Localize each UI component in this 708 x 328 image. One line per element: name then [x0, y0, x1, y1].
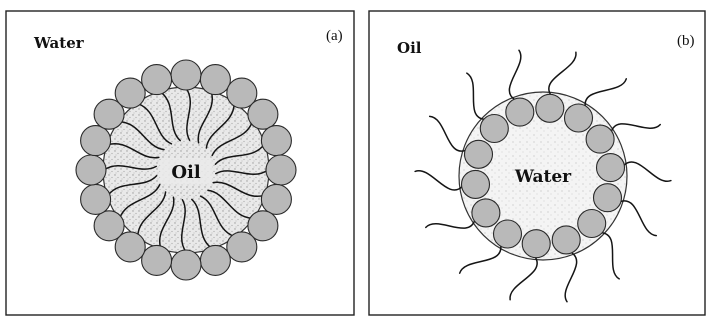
- surfactant-head: [200, 65, 230, 95]
- panel-a-core-label: Oil: [171, 162, 201, 183]
- surfactant-head: [522, 230, 550, 258]
- surfactant-head: [227, 232, 257, 262]
- surfactant-head: [565, 104, 593, 132]
- surfactant-head: [465, 140, 493, 168]
- panel-a: Water (a) Oil: [6, 11, 354, 315]
- panel-b-tag: (b): [677, 33, 695, 49]
- surfactant-head: [94, 211, 124, 241]
- panel-a-phase-label: Water: [33, 34, 85, 52]
- surfactant-head: [76, 155, 106, 185]
- surfactant-head: [200, 245, 230, 275]
- surfactant-head: [506, 98, 534, 126]
- surfactant-head: [462, 170, 490, 198]
- surfactant-head: [472, 199, 500, 227]
- surfactant-head: [494, 220, 522, 248]
- surfactant-head: [248, 99, 278, 129]
- surfactant-head: [480, 115, 508, 143]
- surfactant-head: [266, 155, 296, 185]
- surfactant-head: [115, 78, 145, 108]
- surfactant-head: [81, 184, 111, 214]
- panel-a-tag: (a): [326, 28, 343, 44]
- surfactant-head: [578, 210, 606, 238]
- surfactant-head: [171, 250, 201, 280]
- surfactant-head: [142, 245, 172, 275]
- surfactant-head: [594, 184, 622, 212]
- surfactant-head: [552, 226, 580, 254]
- surfactant-head: [171, 60, 201, 90]
- surfactant-head: [597, 154, 625, 182]
- surfactant-head: [81, 126, 111, 156]
- panel-b: Oil (b) Water: [369, 11, 705, 315]
- surfactant-head: [586, 125, 614, 153]
- surfactant-head: [261, 126, 291, 156]
- surfactant-head: [536, 94, 564, 122]
- surfactant-head: [142, 65, 172, 95]
- panel-b-core-label: Water: [514, 167, 572, 187]
- surfactant-head: [261, 184, 291, 214]
- panel-b-phase-label: Oil: [397, 39, 422, 57]
